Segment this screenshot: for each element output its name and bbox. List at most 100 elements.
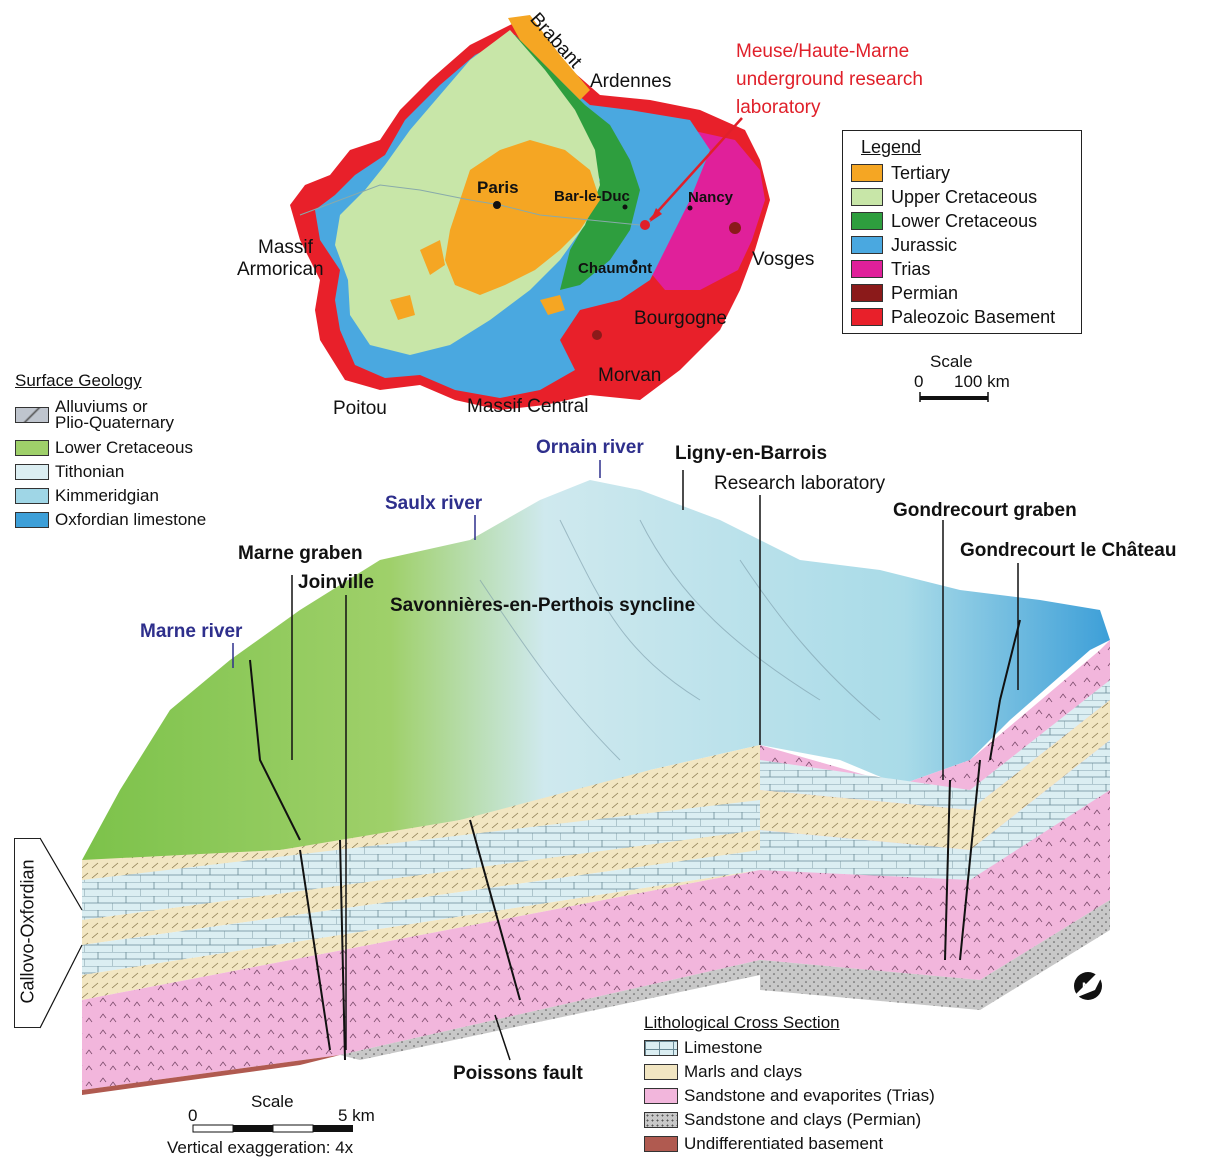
- svg-text:N: N: [1082, 980, 1091, 994]
- label-massif-armorican-1: Massif: [258, 237, 313, 258]
- legend-swatch: [851, 212, 883, 230]
- label-gondrecourt-chateau: Gondrecourt le Château: [960, 540, 1177, 561]
- label-massif-central: Massif Central: [467, 396, 589, 417]
- legend-swatch: [15, 488, 49, 504]
- map-legend-item: Jurassic: [851, 234, 957, 256]
- block-scale-bar: [192, 1124, 353, 1133]
- map-legend-item: Permian: [851, 282, 958, 304]
- block-scale-value: 5 km: [338, 1106, 375, 1125]
- sg-label: Kimmeridgian: [55, 486, 159, 505]
- map-legend-title: Legend: [861, 137, 922, 157]
- surface-geology-title: Surface Geology: [15, 371, 142, 390]
- label-marne-graben: Marne graben: [238, 543, 363, 564]
- map-legend-item: Lower Cretaceous: [851, 210, 1037, 232]
- label-morvan: Morvan: [598, 365, 662, 386]
- map-legend-label: Paleozoic Basement: [891, 306, 1056, 327]
- legend-swatch: [15, 440, 49, 456]
- legend-swatch: [15, 407, 49, 423]
- map-legend-item: Paleozoic Basement: [851, 306, 1055, 328]
- map-scale-zero: 0: [914, 372, 924, 391]
- label-marne-river: Marne river: [140, 621, 243, 642]
- legend-swatch: [644, 1088, 678, 1104]
- label-bar-le-duc: Bar-le-Duc: [554, 188, 630, 205]
- block-scale-zero: 0: [188, 1106, 198, 1125]
- label-massif-armorican-2: Armorican: [237, 259, 324, 280]
- label-savonnieres: Savonnières-en-Perthois syncline: [390, 595, 696, 616]
- map-legend-item: Tertiary: [851, 162, 950, 184]
- label-ligny: Ligny-en-Barrois: [675, 443, 828, 464]
- map-legend-label: Tertiary: [891, 162, 951, 183]
- block-scale-title: Scale: [251, 1092, 294, 1111]
- label-chaumont: Chaumont: [578, 260, 653, 277]
- map-legend-item: Upper Cretaceous: [851, 186, 1037, 208]
- lithology-label: Sandstone and evaporites (Trias): [684, 1086, 935, 1105]
- callovo-label: Callovo-Oxfordian: [17, 859, 38, 1004]
- map-legend-label: Lower Cretaceous: [891, 210, 1038, 231]
- sg-label: Tithonian: [55, 462, 125, 481]
- sg-label: Alluviums or: [55, 397, 148, 416]
- label-gondrecourt-graben: Gondrecourt graben: [893, 500, 1077, 521]
- map-tertiary-region: [445, 140, 600, 295]
- label-vosges: Vosges: [752, 249, 815, 270]
- map-brabant-region: [508, 15, 590, 100]
- legend-swatch: [851, 260, 883, 278]
- terrain-surface: [82, 480, 1110, 860]
- label-saulx-river: Saulx river: [385, 493, 483, 514]
- sg-label-2: Plio-Quaternary: [55, 413, 175, 432]
- legend-swatch: [851, 284, 883, 302]
- lithology-item: Undifferentiated basement: [644, 1134, 883, 1154]
- label-joinville: Joinville: [298, 572, 375, 593]
- legend-swatch: [15, 512, 49, 528]
- sg-label: Oxfordian limestone: [55, 510, 207, 529]
- map-scale-title: Scale: [930, 352, 973, 371]
- label-ornain-river: Ornain river: [536, 437, 644, 458]
- label-ardennes: Ardennes: [590, 71, 672, 92]
- block-scale-exaggeration: Vertical exaggeration: 4x: [167, 1138, 354, 1157]
- map-legend-label: Upper Cretaceous: [891, 186, 1038, 207]
- surface-geology-item: Tithonian: [15, 462, 124, 482]
- label-paris: Paris: [477, 178, 519, 197]
- lithology-label: Marls and clays: [684, 1062, 803, 1081]
- lithology-label: Undifferentiated basement: [684, 1134, 884, 1153]
- legend-swatch: [851, 188, 883, 206]
- label-lab-1: Meuse/Haute-Marne: [736, 41, 910, 62]
- map-legend: Legend Tertiary Upper Cretaceous Lower C…: [842, 130, 1082, 334]
- lithology-label: Limestone: [684, 1038, 763, 1057]
- label-lab-3: laboratory: [736, 97, 821, 118]
- surface-geology-item: Lower Cretaceous: [15, 438, 193, 458]
- legend-swatch: [644, 1040, 678, 1056]
- lithology-label: Sandstone and clays (Permian): [684, 1110, 922, 1129]
- map-legend-label: Permian: [891, 282, 959, 303]
- north-arrow-icon: N: [1070, 960, 1110, 1000]
- surface-geology-item: Oxfordian limestone: [15, 510, 206, 530]
- label-bourgogne: Bourgogne: [634, 308, 727, 329]
- legend-swatch: [851, 236, 883, 254]
- map-legend-label: Trias: [891, 258, 931, 279]
- label-research-lab: Research laboratory: [714, 473, 886, 494]
- map-scale-value: 100 km: [954, 372, 1010, 391]
- legend-swatch: [851, 164, 883, 182]
- legend-swatch: [15, 464, 49, 480]
- legend-swatch: [644, 1064, 678, 1080]
- lithology-item: Sandstone and clays (Permian): [644, 1110, 921, 1130]
- surface-geology-item: Kimmeridgian: [15, 486, 159, 506]
- map-legend-label: Jurassic: [891, 234, 958, 255]
- sg-label: Lower Cretaceous: [55, 438, 193, 457]
- label-poissons-fault: Poissons fault: [453, 1063, 583, 1084]
- label-lab-2: underground research: [736, 69, 923, 90]
- lithology-item: Limestone: [644, 1038, 762, 1058]
- map-lower-cretaceous-region: [515, 35, 640, 290]
- legend-swatch: [851, 308, 883, 326]
- label-poitou: Poitou: [333, 398, 387, 419]
- legend-swatch: [644, 1112, 678, 1128]
- legend-swatch: [644, 1136, 678, 1152]
- lithology-item: Sandstone and evaporites (Trias): [644, 1086, 935, 1106]
- lithology-item: Marls and clays: [644, 1062, 802, 1082]
- lithology-title: Lithological Cross Section: [644, 1013, 840, 1032]
- callovo-oxfordian-bracket: Callovo-Oxfordian: [14, 838, 40, 1028]
- map-trias-region: [640, 130, 765, 290]
- label-nancy: Nancy: [688, 189, 734, 206]
